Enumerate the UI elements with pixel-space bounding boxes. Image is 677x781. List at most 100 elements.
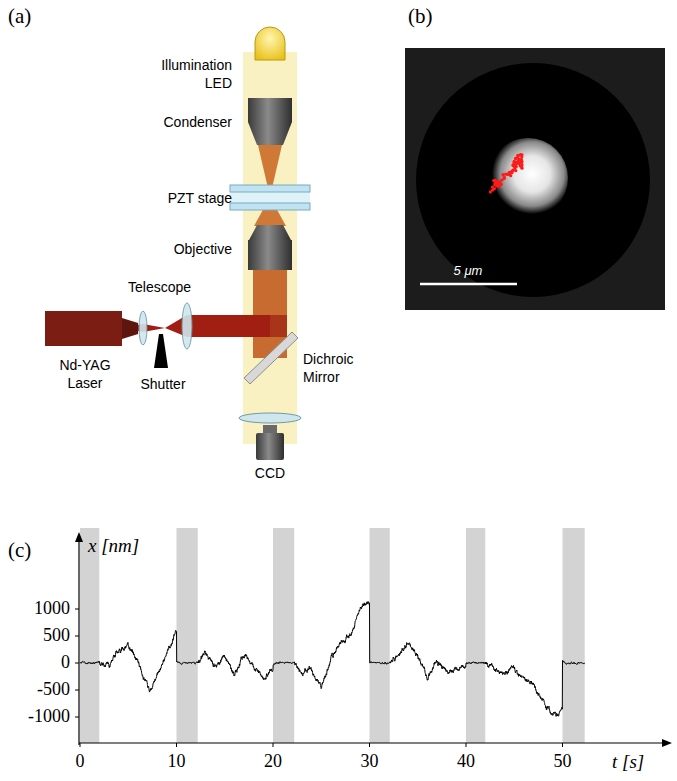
label-holder: 0 — [0, 652, 70, 674]
dichroic-mirror-symbol — [244, 332, 298, 384]
laser-symbol — [45, 311, 122, 346]
trajectory-point — [517, 162, 520, 165]
laser-off-band — [177, 528, 198, 743]
component-label: Objective — [174, 241, 232, 257]
label-holder: Dichroic Mirror — [303, 350, 375, 386]
trajectory-line — [490, 155, 522, 192]
tick-label: 50 — [554, 751, 572, 771]
tick-mark — [466, 743, 467, 747]
bead-trajectory — [489, 153, 524, 193]
time-trace-chart — [75, 528, 672, 747]
tick-mark — [75, 636, 79, 637]
label-holder: Nd-YAG Laser — [46, 356, 124, 392]
label-holder: 1000 — [0, 598, 70, 620]
trajectory-point — [496, 184, 499, 187]
laser-off-band — [273, 528, 294, 743]
shutter-symbol — [154, 334, 168, 368]
label-holder: 0 — [55, 751, 105, 773]
tick-label: 30 — [361, 751, 379, 771]
label-holder: Illumination LED — [140, 56, 232, 92]
trajectory-point — [503, 177, 506, 180]
x-axis — [79, 742, 664, 743]
led-symbol — [255, 27, 285, 60]
tick-label: 1000 — [34, 598, 70, 618]
tick-mark — [369, 743, 370, 747]
component-label: CCD — [255, 465, 285, 481]
label-holder: 20 — [248, 751, 298, 773]
stage-plate — [230, 185, 310, 192]
label-holder: (a) — [8, 4, 48, 29]
lens-symbol — [182, 303, 192, 349]
microscope-image — [405, 48, 665, 310]
label-holder: 5 μm — [438, 261, 498, 279]
position-trace — [80, 602, 585, 717]
label-holder: CCD — [240, 464, 300, 482]
lens-symbol — [139, 311, 147, 345]
component-label: Illumination LED — [161, 57, 232, 91]
label-holder: t [s] — [612, 751, 672, 774]
tick-marks — [75, 609, 563, 747]
label-holder: x [nm] — [88, 535, 168, 558]
label-holder: Telescope — [128, 278, 218, 296]
component-label: PZT stage — [168, 190, 232, 206]
laser-off-band — [563, 528, 585, 743]
label-holder: Objective — [130, 240, 232, 258]
trajectory-point — [520, 155, 523, 158]
tick-label: 10 — [168, 751, 186, 771]
tick-mark — [562, 743, 563, 747]
axis-arrow — [662, 739, 672, 747]
tick-label: -500 — [37, 679, 70, 699]
panel-letter: (a) — [8, 4, 31, 28]
y-axis — [78, 540, 79, 745]
component-label: Dichroic Mirror — [303, 351, 354, 385]
objective-symbol — [248, 240, 292, 270]
component-label: Telescope — [128, 279, 191, 295]
tick-mark — [273, 743, 274, 747]
label-holder: -500 — [0, 679, 70, 701]
scale-bar — [420, 283, 517, 286]
label-holder: Shutter — [133, 375, 193, 393]
tick-label: 0 — [76, 751, 85, 771]
trajectory-point — [496, 184, 499, 187]
laser-off-bands — [80, 528, 585, 743]
tick-label: -1000 — [28, 706, 70, 726]
label-holder: PZT stage — [130, 189, 232, 207]
label-holder: 500 — [0, 625, 70, 647]
component-label: Nd-YAG Laser — [59, 357, 110, 391]
sample-chamber — [230, 192, 310, 203]
tick-mark — [75, 717, 79, 718]
scale-label: 5 μm — [454, 263, 483, 278]
laser-beam — [138, 315, 270, 337]
tick-mark — [75, 609, 79, 610]
optical-setup — [45, 27, 310, 460]
label-holder: Condenser — [130, 113, 232, 131]
stage-plate — [230, 203, 310, 210]
label-holder: (c) — [8, 538, 48, 563]
illumination-beam — [243, 52, 297, 444]
trajectory-point — [504, 173, 507, 176]
tick-label: 40 — [457, 751, 475, 771]
panel-letter: (b) — [408, 4, 433, 28]
trajectory-point — [509, 174, 512, 177]
bead — [488, 138, 568, 218]
tick-mark — [75, 663, 79, 664]
trajectory-point — [510, 171, 513, 174]
lens-symbol — [239, 413, 301, 423]
image-background — [405, 48, 665, 310]
tick-mark — [75, 690, 79, 691]
component-label: Shutter — [140, 376, 185, 392]
trajectory-point — [494, 179, 497, 182]
tick-label: 0 — [61, 652, 70, 672]
component-label: Condenser — [164, 114, 233, 130]
laser-symbol — [122, 318, 138, 339]
trajectory-point — [491, 185, 494, 188]
condenser-symbol — [248, 98, 292, 122]
tick-mark — [176, 743, 177, 747]
trajectory-point — [517, 161, 520, 164]
axis-label: x [nm] — [88, 535, 139, 556]
ccd-symbol — [263, 425, 277, 433]
label-holder: 30 — [345, 751, 395, 773]
label-holder: (b) — [408, 4, 448, 29]
laser-beam — [270, 315, 287, 337]
condenser-symbol — [248, 122, 292, 145]
